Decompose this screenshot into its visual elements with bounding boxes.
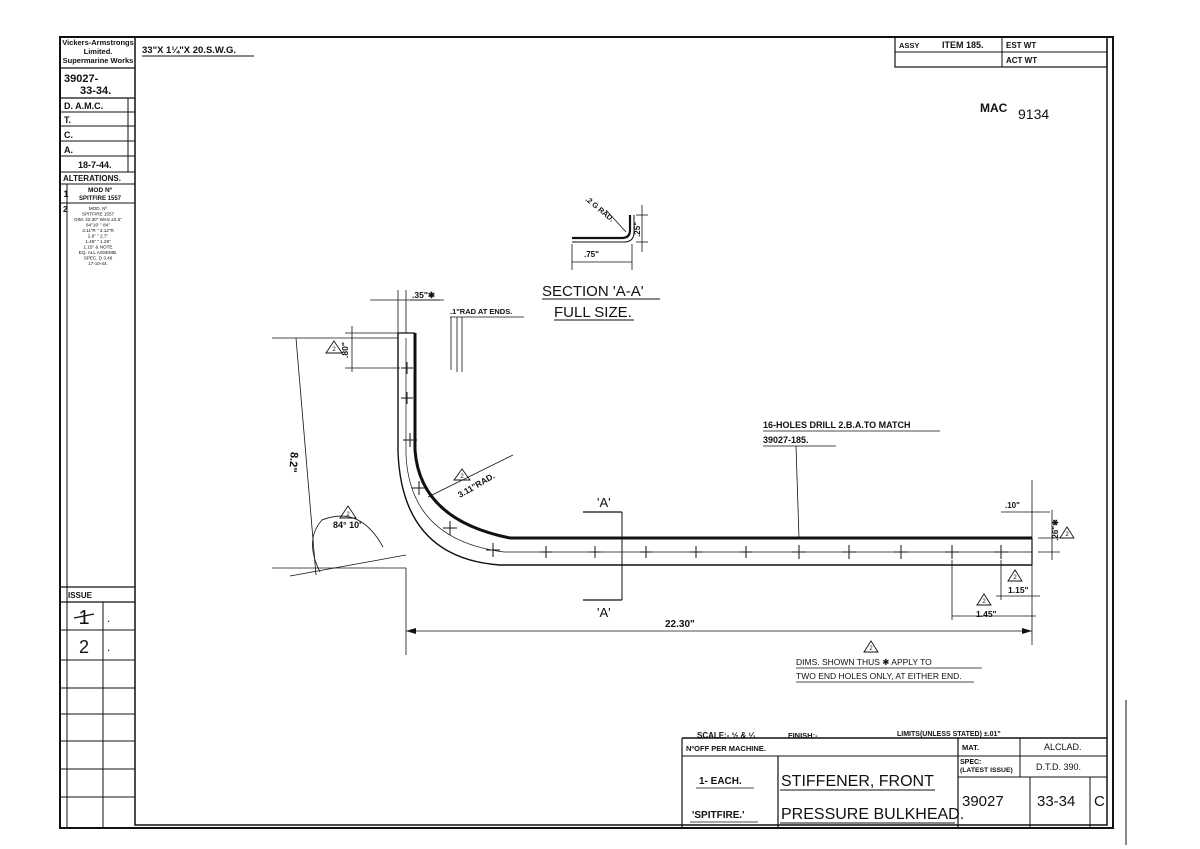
note-rev-mark: 2 <box>869 646 873 652</box>
alteration-2-line-7: 1.45" " 1.28" <box>85 239 111 244</box>
title-line-2: PRESSURE BULKHEAD. <box>781 806 964 823</box>
top-width-dim: .35"✱ <box>412 290 436 300</box>
issue-dot-2: . <box>107 640 110 654</box>
section-a-marker-bottom: 'A' <box>597 605 611 620</box>
dim-145-rev-mark: 2 <box>982 599 986 605</box>
title-line-1: STIFFENER, FRONT <box>781 773 934 790</box>
off-per-machine-value: 1- EACH. <box>699 776 742 787</box>
row-d: D. A.M.C. <box>64 101 103 111</box>
spec-value: D.T.D. 390. <box>1036 762 1081 772</box>
end-height-rev-mark: 2 <box>1065 532 1069 538</box>
alteration-2-line-1: MOD. Nº <box>89 206 108 211</box>
overall-length-dim: 22.30" <box>665 619 695 630</box>
alteration-2-line-2: SPITFIRE 1557 <box>82 212 115 217</box>
dim-145: 1.45" <box>976 609 997 619</box>
holes-note-line-2: 39027-185. <box>763 435 809 445</box>
issue-label: ISSUE <box>68 591 93 600</box>
left-info-block: Vickers-Armstrongs Limited. Supermarine … <box>60 38 135 828</box>
assembly-box: ASSY ITEM 185. EST WT ACT WT <box>894 36 1108 68</box>
note-line-2: TWO END HOLES ONLY, AT EITHER END. <box>796 671 962 681</box>
title-block: SCALE:- ½ & ¹⁄₁ FINISH:- LIMITS(UNLESS S… <box>681 731 1107 828</box>
dim-115: 1.15" <box>1008 585 1029 595</box>
section-title: SECTION 'A-A' <box>542 283 644 300</box>
alteration-2-line-10: SPEC. D 3.46 <box>84 256 113 261</box>
end-offset-dim: .10" <box>1005 501 1020 510</box>
alterations-label: ALTERATIONS. <box>63 174 121 183</box>
ref-stamp-prefix: MAC <box>980 101 1008 115</box>
drawing-no-line-1: 39027- <box>64 73 99 85</box>
issue-date: 18-7-44. <box>78 160 112 170</box>
row-t: T. <box>64 115 71 125</box>
leg-width-rev-mark: 2 <box>332 347 336 353</box>
inner-border <box>134 36 1108 826</box>
stiffener-part <box>397 332 1033 566</box>
off-per-machine-label: NºOFF PER MACHINE. <box>686 744 766 753</box>
limits-label: LIMITS(UNLESS STATED) ±.01" <box>897 731 1001 738</box>
material-value: ALCLAD. <box>1044 742 1082 752</box>
rad-ends-note: .1"RAD AT ENDS. <box>450 307 512 316</box>
finish-label: FINISH:- <box>788 731 818 740</box>
vertical-length-dim: 8.2" <box>286 452 300 473</box>
alteration-2-line-3: DIM. 22.30" WAS 22.5" <box>74 217 122 222</box>
issue-mark-1: 1 <box>78 607 89 629</box>
leg-width-dim: .80" <box>340 342 350 358</box>
issue-table: ISSUE 1 . 2 . <box>60 586 135 828</box>
company-line-1: Vickers-Armstrongs <box>62 38 134 47</box>
assy-label: ASSY <box>899 41 919 50</box>
est-weight-label: EST WT <box>1006 41 1036 50</box>
section-height: .25" <box>633 222 642 237</box>
assy-item: ITEM 185. <box>942 40 984 50</box>
spec-label-line-1: SPEC: <box>960 759 981 766</box>
angle-dim: 84° 10' <box>333 520 361 530</box>
row-a: A. <box>64 145 73 155</box>
alteration-2-line-8: 1.15" & NOTE <box>84 245 113 250</box>
section-width: .75" <box>584 250 599 259</box>
alteration-1-line-2: SPITFIRE 1557 <box>79 196 122 202</box>
alteration-2-line-4: 84°10' " 84° <box>86 223 110 228</box>
angle-rev-mark: 2 <box>346 512 350 518</box>
dim-115-rev-mark: 2 <box>1013 575 1017 581</box>
holes-note-line-1: 16-HOLES DRILL 2.B.A.TO MATCH <box>763 420 911 430</box>
section-a-marker-top: 'A' <box>597 495 611 510</box>
ref-stamp-number: 9134 <box>1018 106 1049 122</box>
act-weight-label: ACT WT <box>1006 56 1037 65</box>
material-label: MAT. <box>962 743 979 752</box>
section-radius: .2 G RAD. <box>584 195 616 224</box>
alteration-2-line-11: 17-10-44. <box>88 261 108 266</box>
title-drawing-suffix: C <box>1094 793 1105 810</box>
alteration-1-number: 1 <box>64 189 69 199</box>
aircraft-name: 'SPITFIRE.' <box>692 810 745 821</box>
company-line-3: Supermarine Works <box>63 56 134 65</box>
section-detail: .2 G RAD. .75" .25" SECTION 'A-A' FULL S… <box>542 195 660 321</box>
end-height-dim: .26"✱ <box>1051 519 1060 541</box>
alteration-2-line-9: EQ. ALL ASSEMB. <box>79 250 117 255</box>
section-subtitle: FULL SIZE. <box>554 304 632 321</box>
company-line-2: Limited. <box>84 47 113 56</box>
spec-label-line-2: (LATEST ISSUE) <box>960 767 1013 774</box>
issue-mark-2: 2 <box>79 637 89 657</box>
alteration-2-number: 2 <box>63 205 68 214</box>
alteration-2-line-5: 3.11"R " 3.12"R <box>82 228 114 233</box>
row-c: C. <box>64 130 73 140</box>
scale-label: SCALE:- ½ & ¹⁄₁ <box>697 731 757 740</box>
drawing-no-line-2: 33-34. <box>80 85 111 97</box>
outer-border <box>59 36 1114 829</box>
bend-radius-rev-mark: 2 <box>460 474 464 480</box>
note-line-1: DIMS. SHOWN THUS ✱ APPLY TO <box>796 657 932 667</box>
alteration-1-line-1: MOD Nº <box>88 187 113 194</box>
dimensions: .35"✱ .1"RAD AT ENDS. .80" 2 8.2" 2 84° … <box>272 290 1075 683</box>
material-note: 33"X 1¼"X 20.S.W.G. <box>142 45 236 56</box>
issue-dot-1: . <box>107 611 110 625</box>
title-drawing-number: 39027 <box>962 793 1004 810</box>
title-sheet-number: 33-34 <box>1037 793 1075 810</box>
alteration-2-line-6: 2.6" " 2.7" <box>88 234 109 239</box>
